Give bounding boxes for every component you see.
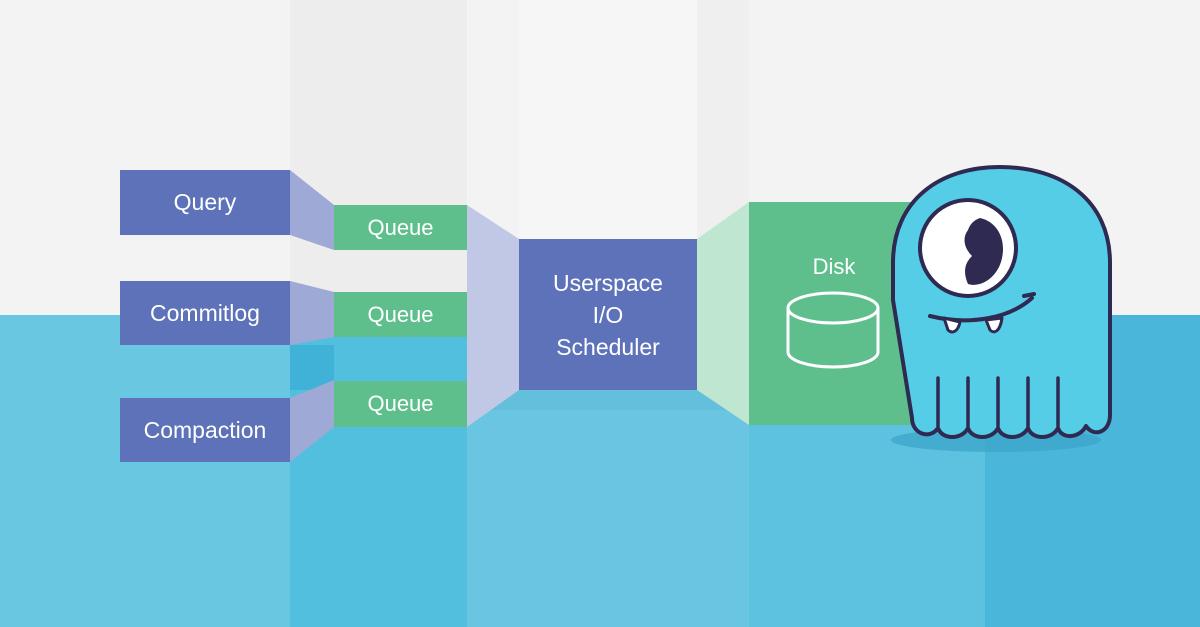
source-label-query: Query bbox=[173, 188, 237, 215]
scheduler-label: Userspace I/O Scheduler bbox=[553, 269, 663, 360]
source-label-commitlog: Commitlog bbox=[150, 299, 260, 326]
queue-box-1 bbox=[334, 205, 467, 250]
source-box-compaction bbox=[120, 398, 290, 462]
scheduler-box bbox=[519, 239, 697, 390]
queue-label-3: Queue bbox=[367, 391, 434, 416]
queue-box-2 bbox=[334, 292, 467, 337]
disk-label: Disk bbox=[812, 254, 856, 279]
queue-to-scheduler-connector bbox=[467, 205, 519, 427]
source-box-commitlog bbox=[120, 281, 290, 345]
source-label-compaction: Compaction bbox=[143, 416, 267, 443]
queue-label-1: Queue bbox=[367, 215, 434, 240]
queue-box-3 bbox=[334, 381, 467, 427]
source-box-query bbox=[120, 170, 290, 235]
source-connectors bbox=[290, 170, 334, 462]
one-eyed-octopus-mascot bbox=[891, 165, 1112, 452]
disk-cylinder-icon bbox=[786, 291, 880, 369]
queue-label-2: Queue bbox=[367, 302, 434, 327]
scheduler-to-disk-connector bbox=[697, 202, 749, 425]
